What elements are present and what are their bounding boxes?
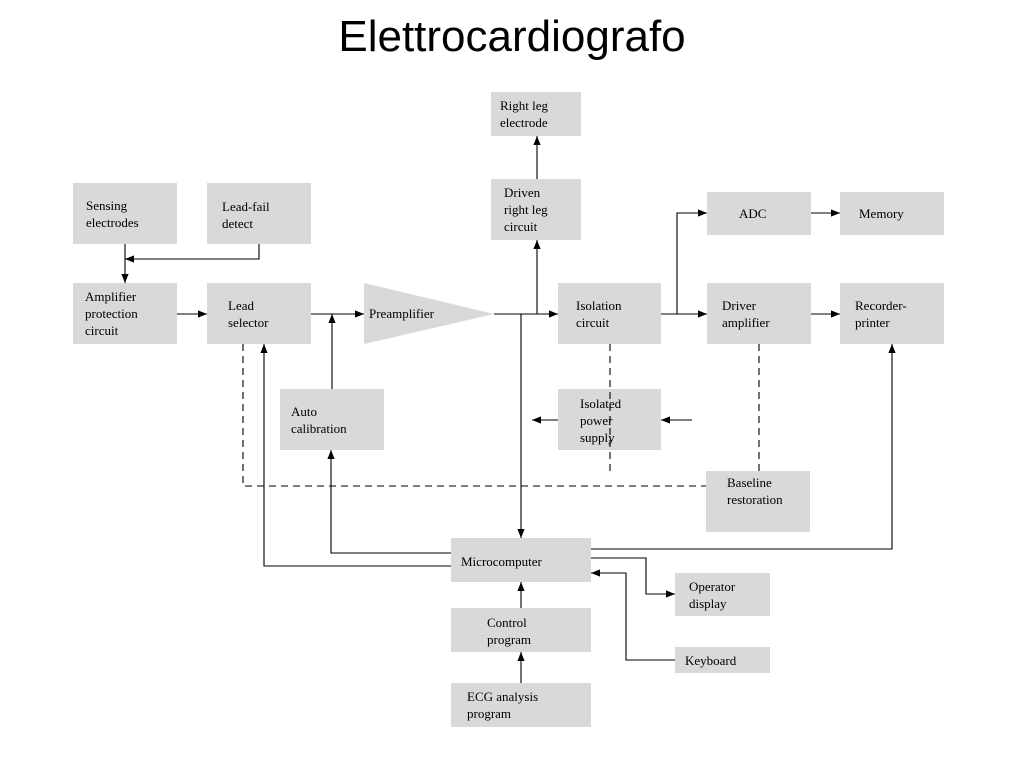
label-line: selector <box>228 315 269 330</box>
dashed-lead-selector-to-baseline <box>242 344 706 487</box>
label-line: Preamplifier <box>369 306 435 321</box>
block-baseline-restoration: Baseline restoration <box>706 471 810 532</box>
block-driver-amplifier: Driver amplifier <box>707 283 811 344</box>
label-line: detect <box>222 216 253 231</box>
block-preamplifier: Preamplifier <box>364 283 494 344</box>
label-line: restoration <box>727 492 783 507</box>
label-line: right leg <box>504 202 548 217</box>
label-line: Recorder- <box>855 298 907 313</box>
block-microcomputer: Microcomputer <box>451 538 591 582</box>
wire-isolation-to-adc <box>676 209 707 314</box>
wire-micro-to-auto-calibration <box>327 450 451 554</box>
label-line: Baseline <box>727 475 772 490</box>
block-driven-right-leg-circuit: Driven right leg circuit <box>491 179 581 240</box>
label-line: Control <box>487 615 527 630</box>
block-ecg-analysis-program: ECG analysis program <box>451 683 591 727</box>
connections <box>121 136 896 683</box>
label-line: circuit <box>504 219 538 234</box>
wire-micro-to-recorder <box>591 344 896 550</box>
block-auto-calibration: Auto calibration <box>280 389 384 450</box>
label-line: Right leg <box>500 98 549 113</box>
block-lead-fail-detect: Lead-fail detect <box>207 183 311 244</box>
label-line: Microcomputer <box>461 554 543 569</box>
label-line: program <box>467 706 511 721</box>
label-line: electrodes <box>86 215 139 230</box>
label-line: electrode <box>500 115 548 130</box>
label-line: Keyboard <box>685 653 737 668</box>
block-keyboard: Keyboard <box>675 647 770 673</box>
label-line: Operator <box>689 579 736 594</box>
label-line: ECG analysis <box>467 689 538 704</box>
label-line: Amplifier <box>85 289 137 304</box>
label-line: Driver <box>722 298 757 313</box>
block-amplifier-protection-circuit: Amplifier protection circuit <box>73 283 177 344</box>
block-right-leg-electrode: Right leg electrode <box>491 92 581 136</box>
label-line: Sensing <box>86 198 128 213</box>
block-isolation-circuit: Isolation circuit <box>558 283 661 344</box>
wire-micro-to-lead-selector <box>260 344 451 567</box>
block-sensing-electrodes: Sensing electrodes <box>73 183 177 244</box>
label-line: circuit <box>85 323 119 338</box>
label-line: supply <box>580 430 615 445</box>
block-lead-selector: Lead selector <box>207 283 311 344</box>
block-operator-display: Operator display <box>675 573 770 616</box>
page-title: Elettrocardiografo <box>338 12 686 61</box>
label-line: Lead <box>228 298 254 313</box>
wire-lead-fail-to-junction <box>125 244 260 263</box>
wire-micro-to-operator-display <box>591 557 675 598</box>
label-line: circuit <box>576 315 610 330</box>
label-line: Auto <box>291 404 317 419</box>
block-recorder-printer: Recorder- printer <box>840 283 944 344</box>
wire-keyboard-to-micro <box>591 569 675 661</box>
block-control-program: Control program <box>451 608 591 652</box>
label-line: ADC <box>739 206 766 221</box>
label-line: power <box>580 413 613 428</box>
label-line: program <box>487 632 531 647</box>
label-line: protection <box>85 306 138 321</box>
label-line: printer <box>855 315 890 330</box>
label-line: Isolation <box>576 298 622 313</box>
label-line: Isolated <box>580 396 622 411</box>
block-adc: ADC <box>707 192 811 235</box>
block-memory: Memory <box>840 192 944 235</box>
label-line: amplifier <box>722 315 770 330</box>
label-line: Driven <box>504 185 541 200</box>
label-line: Lead-fail <box>222 199 270 214</box>
label-line: calibration <box>291 421 347 436</box>
label-line: Memory <box>859 206 904 221</box>
label-line: display <box>689 596 727 611</box>
